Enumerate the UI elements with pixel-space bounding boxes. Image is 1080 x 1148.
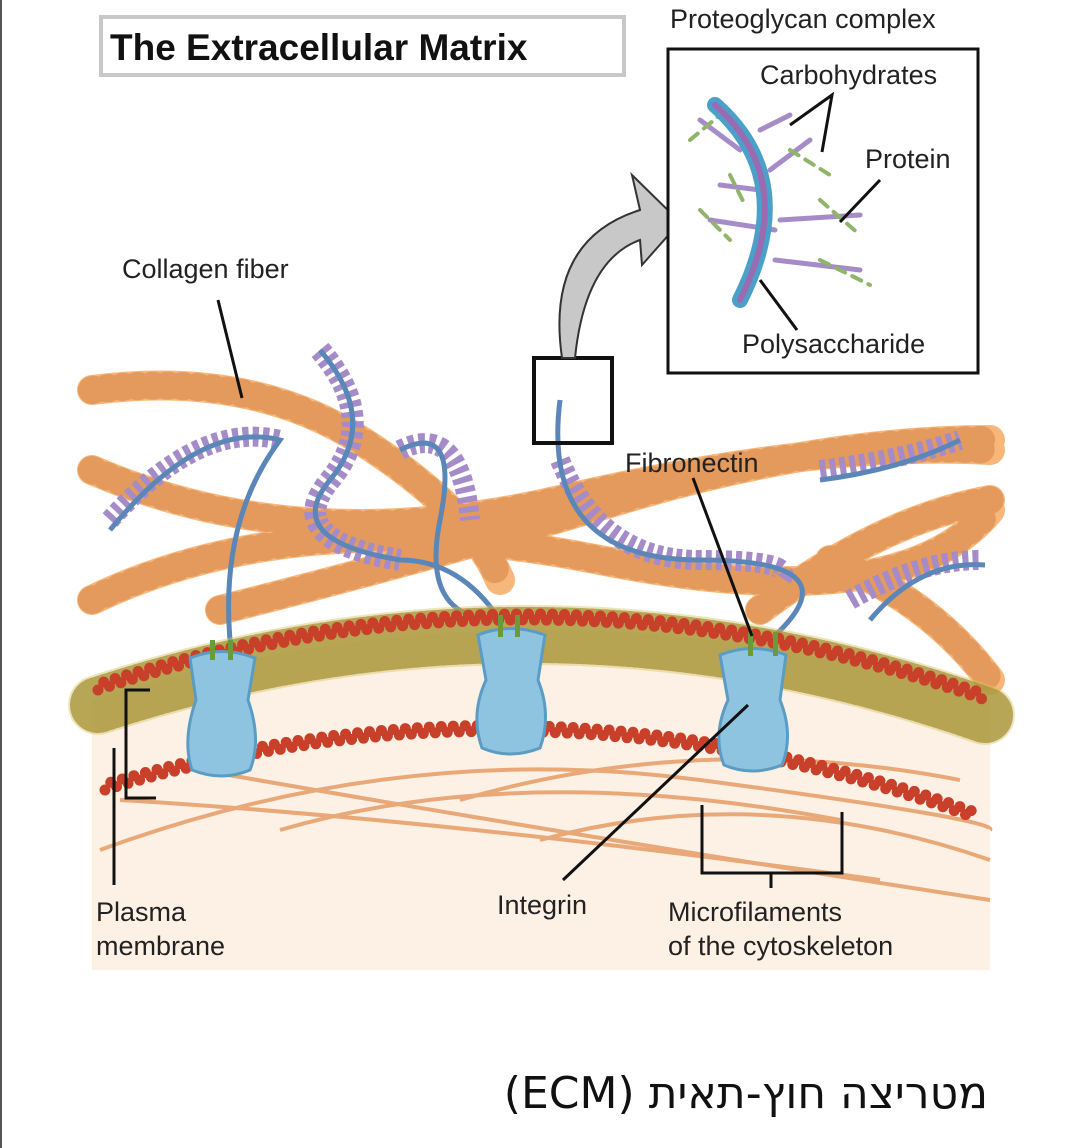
hebrew-caption: מטריצה חוץ-תאית (ECM) <box>503 1068 988 1119</box>
diagram-title: The Extracellular Matrix <box>110 27 528 68</box>
label-fibronectin: Fibronectin <box>625 448 759 478</box>
proteoglycan-illustration <box>688 97 872 308</box>
label-integrin: Integrin <box>497 890 587 920</box>
label-plasma-membrane-line2: membrane <box>96 931 225 961</box>
zoom-source-box <box>532 356 614 445</box>
label-collagen-fiber: Collagen fiber <box>122 254 289 284</box>
integrin-3 <box>717 632 790 773</box>
inset-title: Proteoglycan complex <box>670 4 936 34</box>
label-plasma-membrane-line1: Plasma <box>96 897 187 927</box>
integrin-2 <box>475 615 548 756</box>
integrin-1 <box>186 640 258 778</box>
label-microfilaments-line1: Microfilaments <box>668 897 842 927</box>
label-polysaccharide: Polysaccharide <box>742 329 925 359</box>
page-edge <box>0 0 2 1148</box>
title-box <box>99 15 626 77</box>
collagen-fibers <box>77 370 1005 695</box>
microfilaments <box>99 757 993 902</box>
label-carbohydrates: Carbohydrates <box>760 60 937 90</box>
zoom-arrow <box>558 171 682 359</box>
leader-lines <box>112 91 882 888</box>
fibronectin-strands <box>102 342 986 642</box>
label-protein: Protein <box>865 144 951 174</box>
label-microfilaments-line2: of the cytoskeleton <box>668 931 893 961</box>
integrins <box>186 615 790 778</box>
